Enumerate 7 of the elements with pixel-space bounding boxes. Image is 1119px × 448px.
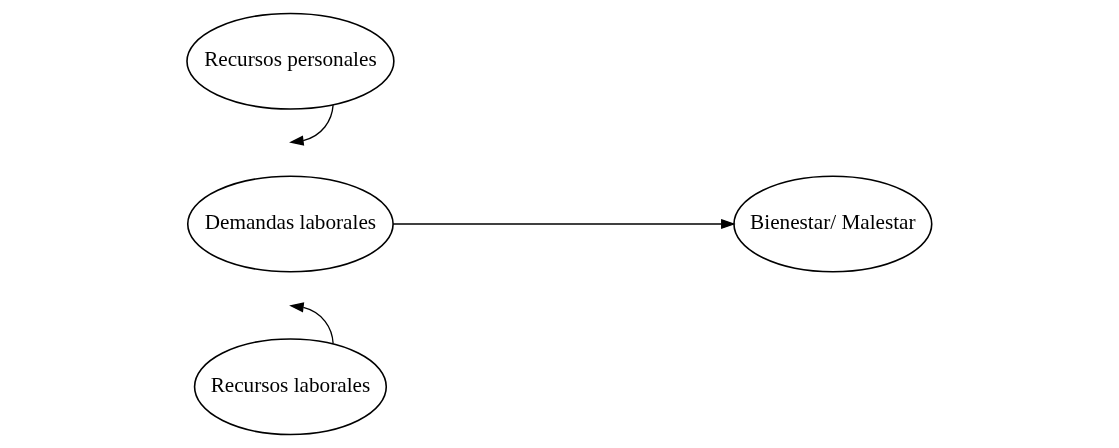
arrow (289, 302, 334, 345)
node-ellipse: Recursos laborales (193, 338, 388, 436)
arrow (392, 218, 736, 230)
node-ellipse: Bienestar/ Malestar (733, 175, 933, 273)
node-ellipse: Demandas laborales (186, 175, 394, 273)
arrow (289, 104, 334, 146)
node-ellipse: Recursos personales (186, 12, 395, 110)
